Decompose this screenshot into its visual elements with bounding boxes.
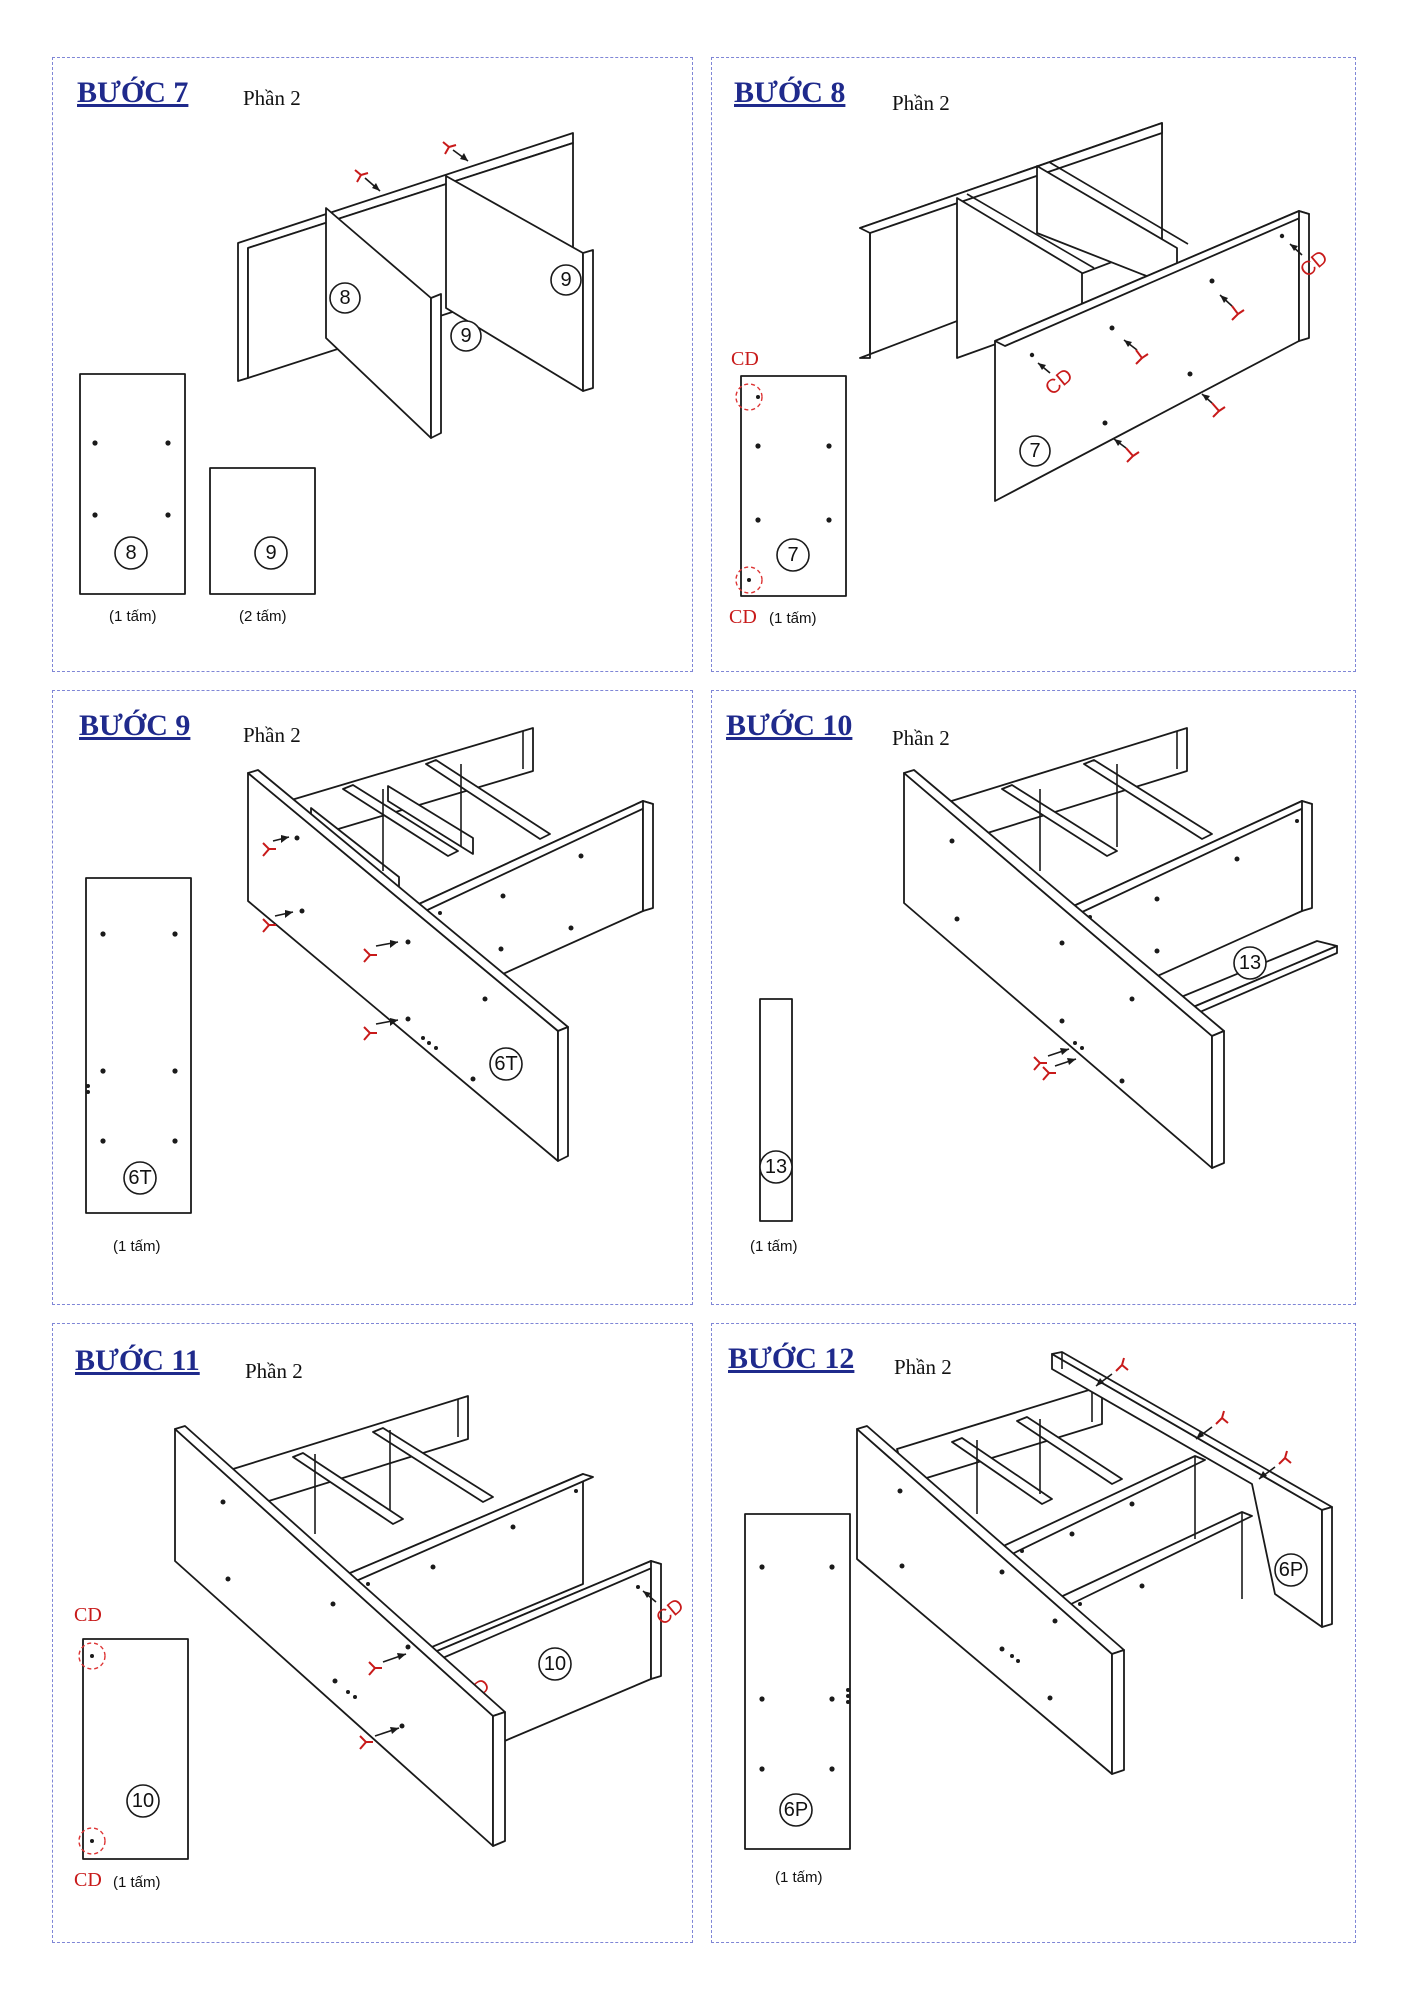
piece-label: 6T [123, 1161, 157, 1195]
cam-lock-arrow-icon [1195, 1410, 1229, 1440]
cam-lock-arrow-icon [1095, 1357, 1129, 1387]
cam-lock-arrow-icon [1033, 1048, 1077, 1081]
piece-qty: (1 tấm) [775, 1869, 823, 1886]
cam-lock-arrow-icon [262, 835, 290, 857]
svg-text:7: 7 [1029, 440, 1040, 462]
assembly-label: 9 [450, 320, 482, 352]
step-11-panel: BƯỚC 11 Phần 2 10 CD CD [52, 1323, 693, 1943]
svg-text:9: 9 [460, 325, 471, 347]
cam-lock-arrow-icon [1123, 339, 1149, 365]
step-7-panel: BƯỚC 7 Phần 2 8 9 9 8 9 (1 tấm) (2 tấm) [52, 57, 693, 672]
cam-lock-arrow-icon [363, 940, 399, 963]
svg-text:6T: 6T [494, 1053, 517, 1075]
step-10-panel: BƯỚC 10 Phần 2 13 [711, 690, 1356, 1305]
step-12-diagram: 6P 6P [744, 1351, 1333, 1850]
step-7-diagram: 8 9 9 8 9 [79, 132, 594, 595]
svg-text:13: 13 [765, 1156, 787, 1178]
svg-text:8: 8 [125, 542, 136, 564]
cam-lock-arrow-icon [1219, 294, 1245, 321]
assembly-label: 6T [489, 1047, 523, 1081]
cam-lock-arrow-icon [442, 141, 469, 162]
assembly-label: 10 [538, 1647, 572, 1681]
step-title: BƯỚC 11 [75, 1344, 200, 1377]
step-title: BƯỚC 8 [734, 76, 846, 109]
dowel-label: CD [729, 606, 757, 628]
assembly-label: 7 [1019, 435, 1051, 467]
part-label: Phần 2 [892, 726, 950, 750]
cam-lock-arrow-icon [262, 910, 294, 933]
cam-lock-arrow-icon [1258, 1450, 1292, 1480]
part-label: Phần 2 [894, 1355, 952, 1379]
piece-qty: (1 tấm) [769, 610, 817, 627]
piece-label: 7 [776, 538, 810, 572]
step-8-diagram: 7 CD CD 7 [735, 122, 1332, 597]
svg-text:6P: 6P [784, 1799, 808, 1821]
svg-text:9: 9 [265, 542, 276, 564]
part-label: Phần 2 [245, 1359, 303, 1383]
piece-label: 8 [114, 536, 148, 570]
part-label: Phần 2 [243, 86, 301, 110]
svg-text:9: 9 [560, 269, 571, 291]
part-label: Phần 2 [243, 723, 301, 747]
piece-label: 6P [779, 1793, 813, 1827]
assembly-label: 13 [1233, 946, 1267, 980]
svg-text:13: 13 [1239, 952, 1261, 974]
assembly-label: 6P [1274, 1553, 1308, 1587]
cam-lock-arrow-icon [359, 1727, 400, 1750]
step-10-diagram: 13 13 [759, 727, 1338, 1222]
dowel-label: CD [731, 348, 759, 370]
piece-label: 13 [759, 1150, 793, 1184]
step-title: BƯỚC 9 [79, 709, 191, 742]
cam-lock-arrow-icon [1113, 438, 1140, 463]
part-label: Phần 2 [892, 91, 950, 115]
step-title: BƯỚC 7 [77, 76, 189, 109]
step-title: BƯỚC 10 [726, 709, 853, 742]
assembly-label: 8 [329, 282, 361, 314]
piece-qty: (1 tấm) [750, 1238, 798, 1255]
svg-text:8: 8 [339, 287, 350, 309]
step-11-diagram: 10 CD CD 10 [78, 1395, 688, 1860]
piece-label: 10 [126, 1784, 160, 1818]
piece-qty: (1 tấm) [113, 1874, 161, 1891]
step-9-panel: BƯỚC 9 Phần 2 6T [52, 690, 693, 1305]
step-title: BƯỚC 12 [728, 1342, 855, 1375]
step-12-panel: BƯỚC 12 Phần 2 6P [711, 1323, 1356, 1943]
cam-lock-arrow-icon [363, 1018, 399, 1041]
svg-text:6P: 6P [1279, 1559, 1303, 1581]
piece-qty: (1 tấm) [113, 1238, 161, 1255]
svg-text:10: 10 [132, 1790, 154, 1812]
dowel-label: CD [74, 1869, 102, 1891]
svg-text:7: 7 [787, 544, 798, 566]
cam-lock-arrow-icon [354, 169, 381, 192]
svg-text:10: 10 [544, 1653, 566, 1675]
piece-label: 9 [254, 536, 288, 570]
cam-lock-arrow-icon [1201, 393, 1226, 418]
step-8-panel: BƯỚC 8 Phần 2 7 [711, 57, 1356, 672]
cam-lock-arrow-icon [368, 1653, 407, 1676]
dowel-label: CD [74, 1604, 102, 1626]
step-9-diagram: 6T 6T [85, 727, 654, 1214]
assembly-label: 9 [550, 264, 582, 296]
piece-qty: (1 tấm) [109, 608, 157, 625]
svg-text:6T: 6T [128, 1167, 151, 1189]
piece-qty: (2 tấm) [239, 608, 287, 625]
